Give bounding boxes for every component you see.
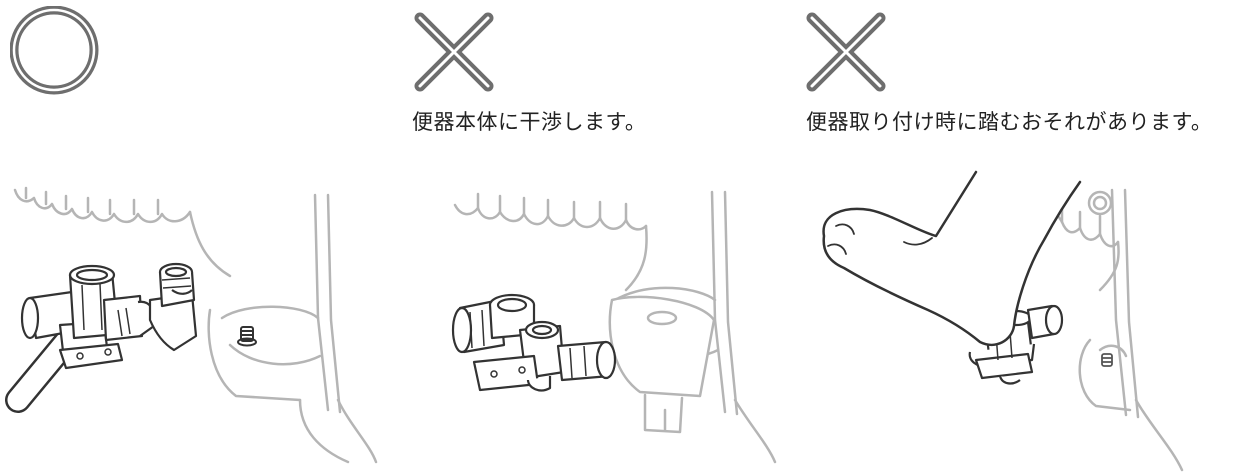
- caption: 便器取り付け時に踏むおそれがあります。: [806, 110, 1213, 134]
- cross-mark-icon: [806, 12, 886, 92]
- circle-mark-icon: [10, 6, 99, 95]
- panel-correct: [0, 0, 400, 475]
- cross-mark-icon: [414, 12, 494, 92]
- caption: 便器本体に干渉します。: [412, 110, 647, 134]
- panel-wrong-interference: 便器本体に干渉します。: [400, 0, 800, 475]
- installation-illustration-correct: [5, 186, 378, 464]
- installation-illustration-interference: [451, 190, 777, 464]
- panel-wrong-step: 便器取り付け時に踏むおそれがあります。: [800, 0, 1240, 475]
- installation-illustration-step-risk: [822, 170, 1184, 472]
